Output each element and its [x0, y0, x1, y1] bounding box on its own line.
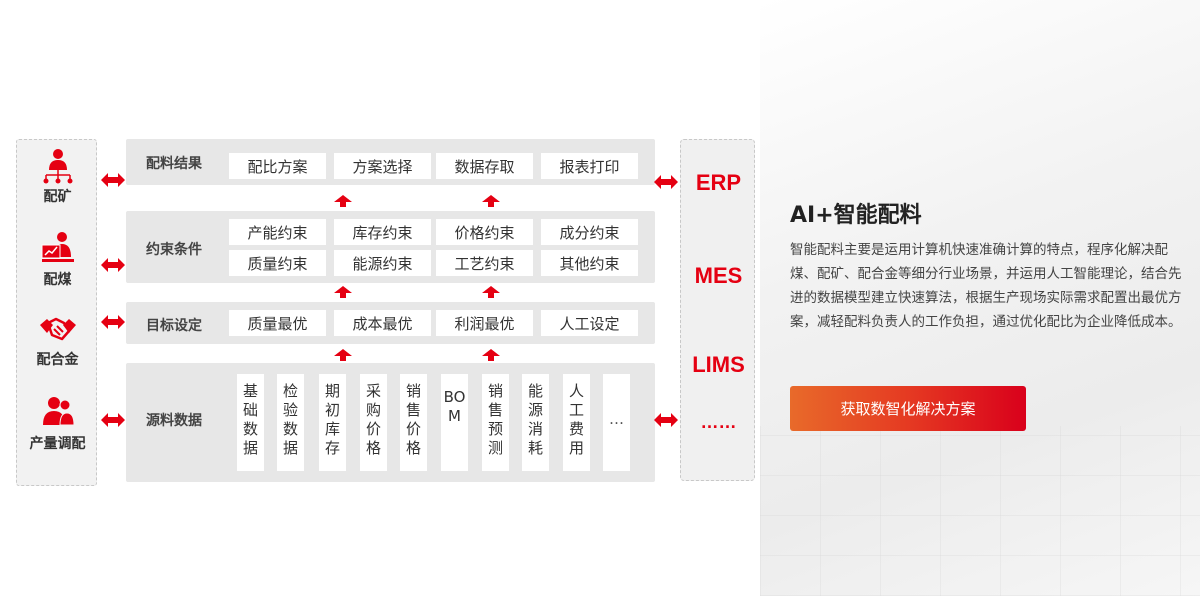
result-cell: 报表打印 — [541, 153, 638, 179]
category-label: 配煤 — [43, 272, 72, 288]
row-title: 目标设定 — [146, 318, 202, 334]
system-more: …… — [700, 412, 737, 432]
constraint-cell: 成分约束 — [541, 219, 638, 245]
up-arrow-icon — [334, 195, 352, 207]
source-cell: 销售预测 — [482, 374, 509, 471]
up-arrow-icon — [482, 286, 500, 298]
panel-description: 智能配料主要是运用计算机快速准确计算的特点，程序化解决配煤、配矿、配合金等细分行… — [790, 242, 1182, 330]
source-cell: 能源消耗 — [522, 374, 549, 471]
row-title: 源料数据 — [146, 413, 202, 429]
source-cell: 销售价格 — [400, 374, 427, 471]
row-result: 配料结果 配比方案 方案选择 数据存取 报表打印 — [126, 139, 655, 185]
category-column: 配矿 配煤 配合金 产量调配 — [16, 139, 97, 486]
category-alloy: 配合金 — [17, 311, 98, 369]
constraint-cell: 工艺约束 — [436, 250, 533, 276]
system-mes: MES — [694, 263, 743, 288]
system-erp: ERP — [695, 170, 742, 195]
category-coal: 配煤 — [17, 231, 98, 289]
row-target: 目标设定 质量最优 成本最优 利润最优 人工设定 — [126, 302, 655, 344]
result-cell: 数据存取 — [436, 153, 533, 179]
target-cell: 利润最优 — [436, 310, 533, 336]
double-arrow-icon — [654, 413, 678, 427]
right-background — [760, 0, 1200, 596]
source-cell: 基础数据 — [237, 374, 264, 471]
floor-pattern — [760, 426, 1200, 596]
person-network-icon — [43, 149, 72, 184]
get-solution-button[interactable]: 获取数智化解决方案 — [790, 386, 1026, 431]
source-cell: 采购价格 — [360, 374, 387, 471]
row-title: 配料结果 — [146, 156, 202, 172]
source-cell: BOM — [441, 374, 468, 471]
handshake-icon — [39, 317, 76, 341]
constraint-cell: 产能约束 — [229, 219, 326, 245]
row-title: 约束条件 — [146, 242, 202, 258]
target-cell: 人工设定 — [541, 310, 638, 336]
constraint-cell: 能源约束 — [334, 250, 431, 276]
up-arrow-icon — [334, 349, 352, 361]
source-cell: 人工费用 — [563, 374, 590, 471]
category-ore: 配矿 — [17, 148, 98, 206]
double-arrow-icon — [654, 175, 678, 189]
up-arrow-icon — [482, 195, 500, 207]
constraint-cell: 其他约束 — [541, 250, 638, 276]
constraint-cell: 质量约束 — [229, 250, 326, 276]
two-people-icon — [42, 397, 75, 426]
panel-title: AI+智能配料 — [790, 203, 922, 228]
source-cell: … — [603, 374, 630, 471]
double-arrow-icon — [101, 413, 125, 427]
up-arrow-icon — [334, 286, 352, 298]
constraint-cell: 库存约束 — [334, 219, 431, 245]
category-output: 产量调配 — [17, 395, 98, 453]
result-cell: 配比方案 — [229, 153, 326, 179]
double-arrow-icon — [101, 315, 125, 329]
result-cell: 方案选择 — [334, 153, 431, 179]
category-label: 配矿 — [43, 189, 72, 205]
up-arrow-icon — [482, 349, 500, 361]
double-arrow-icon — [101, 173, 125, 187]
source-cell: 期初库存 — [319, 374, 346, 471]
row-source: 源料数据 基础数据 检验数据 期初库存 采购价格 销售价格 BOM 销售预测 能… — [126, 363, 655, 482]
system-column: ERP MES LIMS …… — [680, 139, 755, 481]
person-screen-icon — [41, 232, 74, 262]
row-constraints: 约束条件 产能约束 库存约束 价格约束 成分约束 质量约束 能源约束 工艺约束 … — [126, 211, 655, 283]
target-cell: 成本最优 — [334, 310, 431, 336]
target-cell: 质量最优 — [229, 310, 326, 336]
system-lims: LIMS — [692, 352, 745, 377]
double-arrow-icon — [101, 258, 125, 272]
category-label: 配合金 — [36, 352, 79, 368]
source-cell: 检验数据 — [277, 374, 304, 471]
constraint-cell: 价格约束 — [436, 219, 533, 245]
category-label: 产量调配 — [29, 436, 86, 452]
